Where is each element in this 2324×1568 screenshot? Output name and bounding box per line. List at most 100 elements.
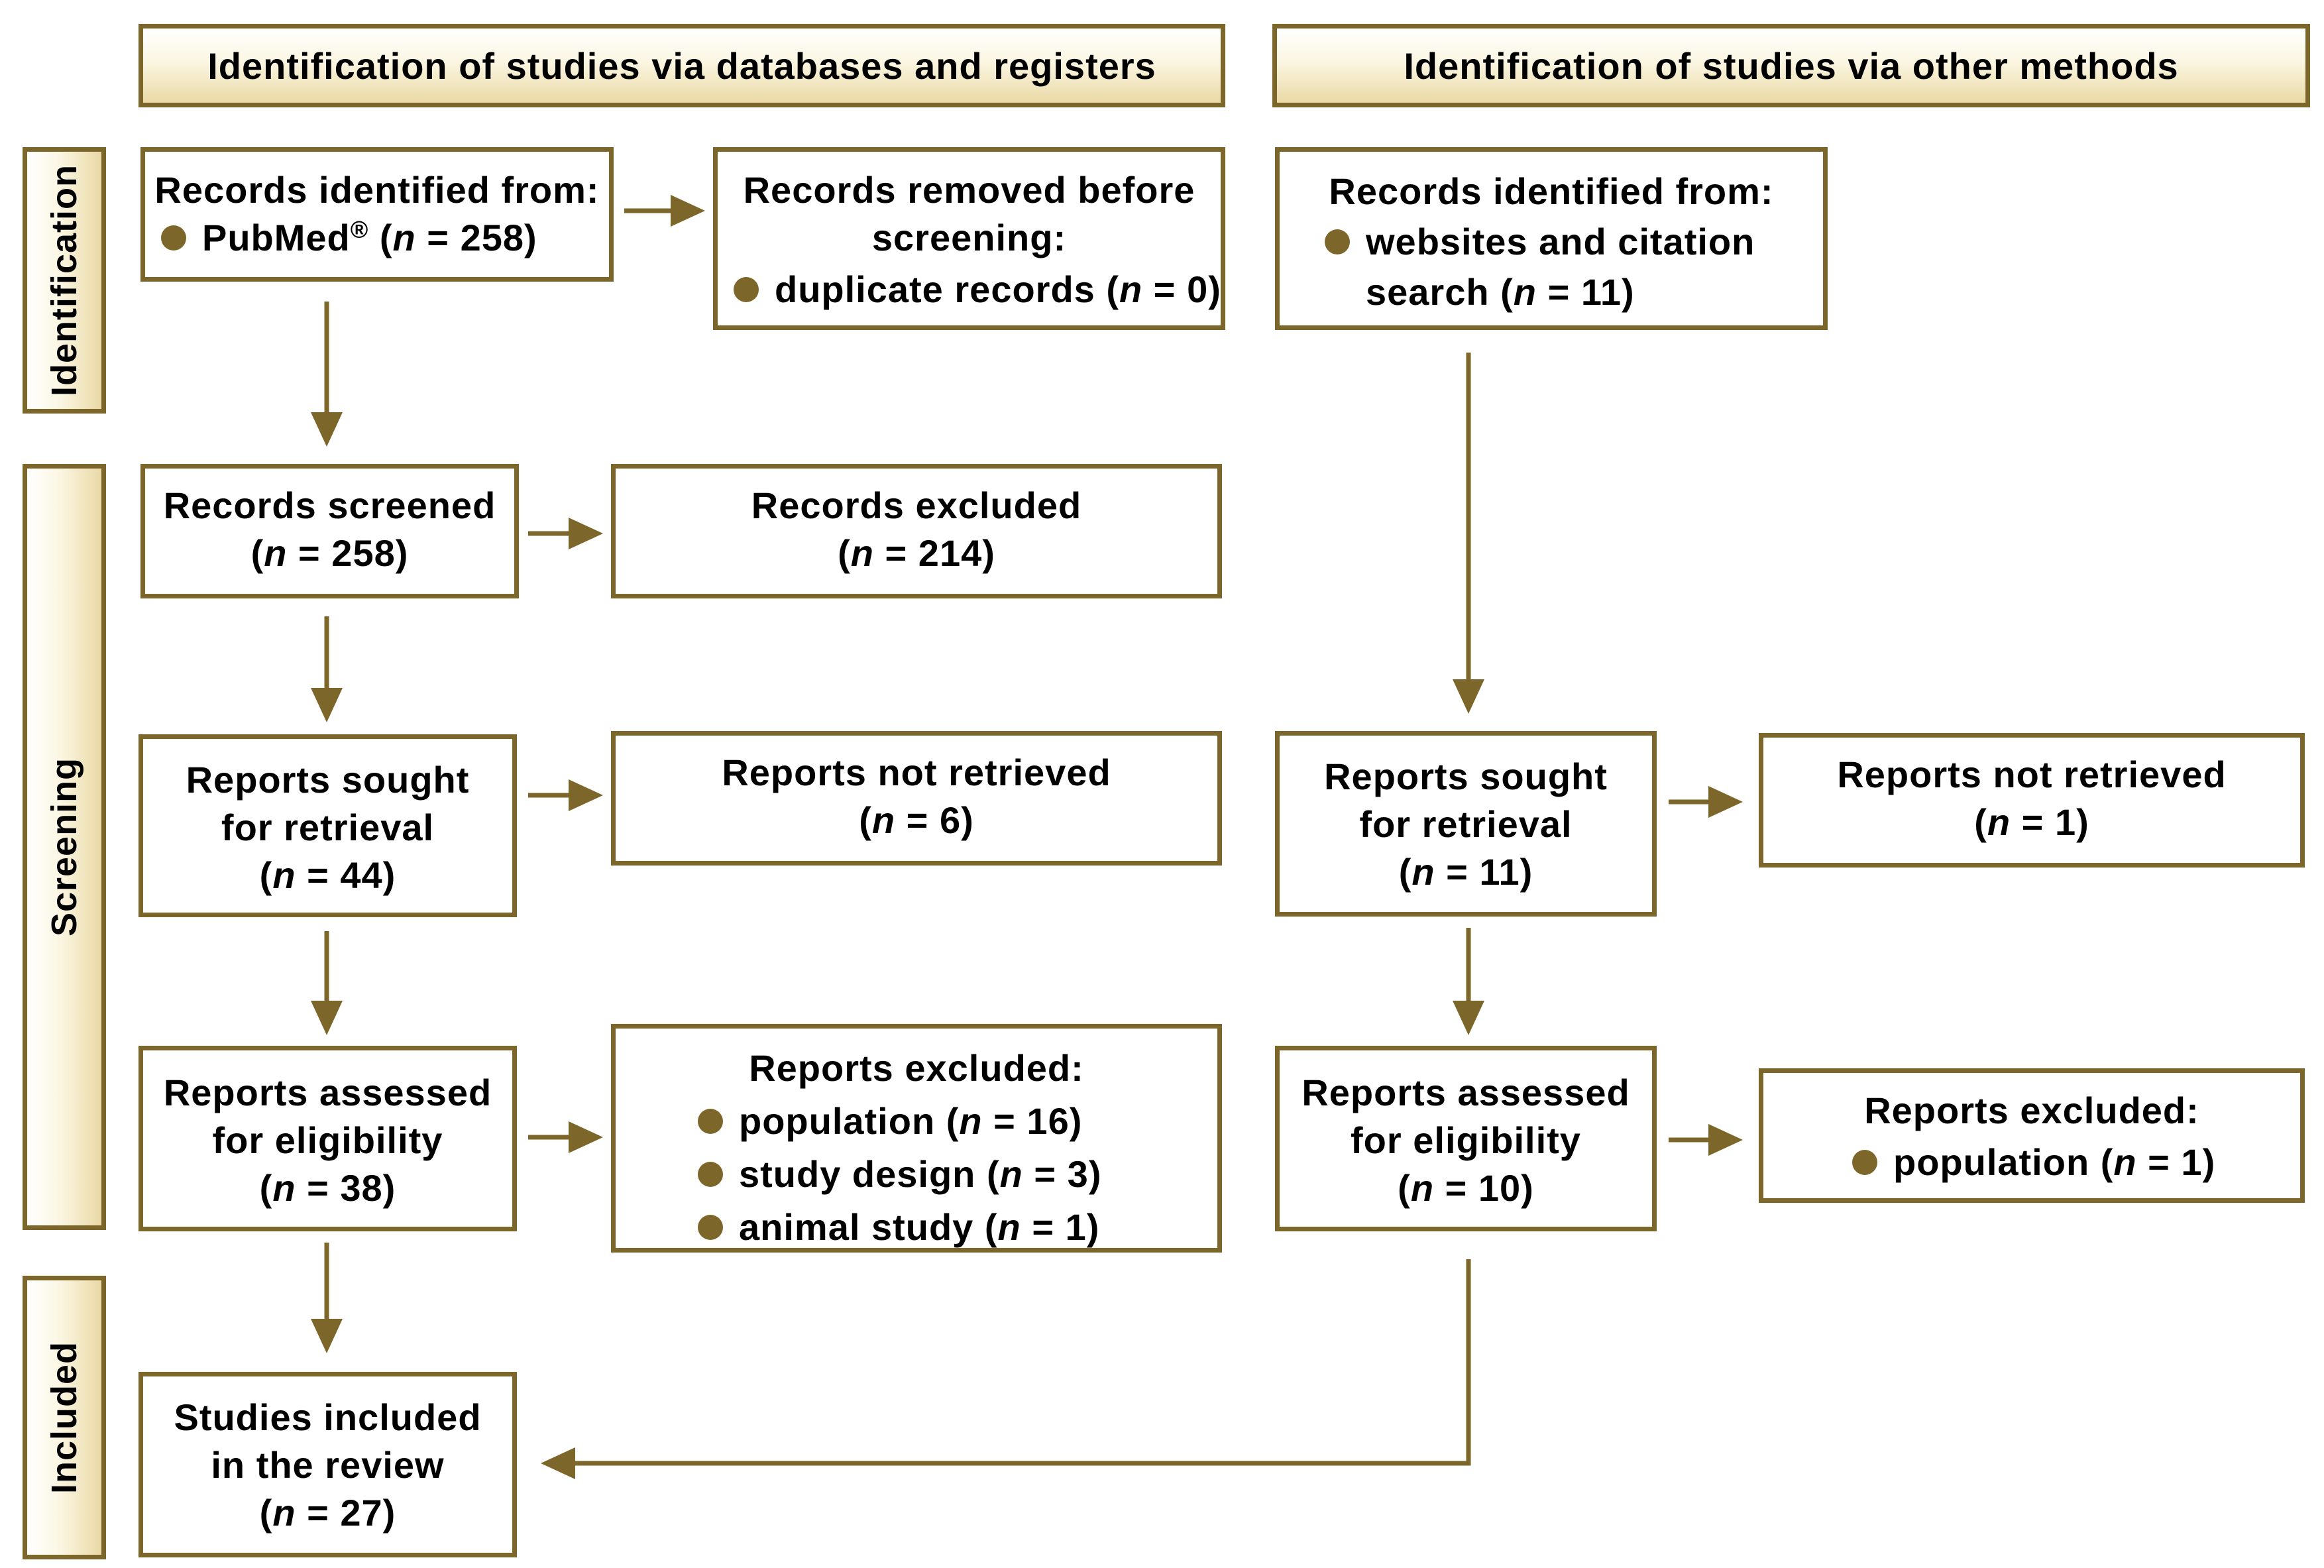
- arrowhead: [569, 518, 603, 549]
- n-symbol: n: [272, 1167, 296, 1209]
- equals: =: [1023, 1153, 1068, 1195]
- other-reports-not-retrieved-count-line: (n = 1): [1974, 801, 2089, 843]
- pubmed-line: PubMed® (n = 258): [145, 214, 609, 262]
- other-reports-assessed-count-line: (n = 10): [1398, 1167, 1534, 1209]
- phase-screening: Screening: [23, 464, 106, 1230]
- arrowhead: [1708, 786, 1743, 818]
- reports-not-retrieved-label: Reports not retrieved: [722, 752, 1111, 793]
- equals: =: [2136, 1141, 2182, 1183]
- arrowhead: [569, 1121, 603, 1153]
- excluded-population-line: population (n = 16): [616, 1095, 1217, 1148]
- other-reports-assessed-count: 10: [1478, 1167, 1522, 1209]
- search-label: search: [1366, 271, 1490, 313]
- n-symbol: n: [1987, 801, 2011, 843]
- other-reports-sought-count-line: (n = 11): [1398, 851, 1533, 893]
- box-other-reports-not-retrieved: Reports not retrieved (n = 1): [1759, 733, 2305, 868]
- box-studies-included: Studies included in the review (n = 27): [138, 1372, 517, 1557]
- arrowhead: [671, 195, 705, 227]
- studies-included-count-line: (n = 27): [259, 1492, 396, 1534]
- equals: =: [1021, 1206, 1066, 1248]
- box-reports-sought: Reports sought for retrieval (n = 44): [138, 734, 517, 917]
- equals: =: [1142, 268, 1188, 310]
- bullet-icon: [698, 1162, 723, 1188]
- n-symbol: n: [871, 799, 896, 841]
- excluded-study-design-count: 3: [1067, 1153, 1089, 1195]
- other-records-count: 11: [1580, 271, 1622, 313]
- arrowhead: [311, 688, 343, 722]
- equals: =: [296, 1492, 341, 1534]
- records-excluded-label: Records excluded: [751, 484, 1082, 526]
- other-records-identified-title: Records identified from:: [1329, 170, 1774, 212]
- arrowhead: [311, 1001, 343, 1035]
- n-symbol: n: [2113, 1141, 2137, 1183]
- header-other-methods: Identification of studies via other meth…: [1272, 24, 2310, 107]
- studies-included-count: 27: [340, 1492, 383, 1534]
- arrowhead: [541, 1447, 575, 1479]
- equals: =: [1434, 1167, 1478, 1209]
- equals: =: [2011, 801, 2055, 843]
- reports-assessed-line-1: Reports assessed: [163, 1072, 492, 1113]
- n-symbol: n: [999, 1153, 1023, 1195]
- other-reports-assessed-line-2: for eligibility: [1351, 1119, 1581, 1161]
- records-screened-count-line: (n = 258): [250, 532, 409, 574]
- box-other-reports-assessed: Reports assessed for eligibility (n = 10…: [1275, 1046, 1657, 1231]
- arrowhead: [569, 779, 603, 811]
- n-symbol: n: [1410, 1167, 1435, 1209]
- other-reports-excluded-title: Reports excluded:: [1864, 1090, 2199, 1131]
- bullet-icon: [1852, 1150, 1877, 1176]
- reports-not-retrieved-count: 6: [939, 799, 962, 841]
- box-reports-excluded: Reports excluded: population (n = 16) st…: [611, 1024, 1222, 1253]
- reports-sought-count-line: (n = 44): [259, 854, 396, 896]
- other-reports-sought-line-2: for retrieval: [1359, 803, 1573, 845]
- box-records-identified: Records identified from: PubMed® (n = 25…: [140, 147, 614, 282]
- reports-assessed-count-line: (n = 38): [259, 1167, 396, 1209]
- excluded-animal-study-line: animal study (n = 1): [616, 1201, 1217, 1254]
- websites-line: websites and citation: [1280, 217, 1823, 267]
- header-databases: Identification of studies via databases …: [138, 24, 1225, 107]
- registered-mark: ®: [350, 215, 369, 243]
- excluded-study-design-line: study design (n = 3): [616, 1148, 1217, 1201]
- equals: =: [296, 854, 341, 896]
- n-symbol: n: [272, 854, 296, 896]
- equals: =: [1537, 271, 1581, 313]
- other-reports-assessed-line-1: Reports assessed: [1301, 1072, 1630, 1113]
- phase-identification: Identification: [23, 147, 106, 414]
- n-symbol: n: [272, 1492, 296, 1534]
- header-databases-text: Identification of studies via databases …: [207, 44, 1156, 87]
- box-reports-assessed: Reports assessed for eligibility (n = 38…: [138, 1046, 517, 1231]
- arrowhead: [311, 412, 343, 447]
- equals: =: [415, 217, 461, 258]
- equals: =: [895, 799, 940, 841]
- reports-assessed-line-2: for eligibility: [212, 1119, 443, 1161]
- box-records-screened: Records screened (n = 258): [140, 464, 519, 598]
- box-records-excluded: Records excluded (n = 214): [611, 464, 1222, 598]
- records-excluded-count-line: (n = 214): [838, 532, 995, 574]
- arrowhead: [311, 1319, 343, 1353]
- n-symbol: n: [1119, 268, 1143, 310]
- equals: =: [873, 532, 918, 574]
- equals: =: [287, 532, 332, 574]
- equals: =: [296, 1167, 341, 1209]
- duplicate-records-count: 0: [1187, 268, 1209, 310]
- other-reports-not-retrieved-count: 1: [2054, 801, 2077, 843]
- bullet-icon: [698, 1215, 723, 1241]
- arrowhead: [1708, 1124, 1743, 1156]
- pubmed-count: 258: [460, 217, 524, 258]
- other-excluded-population-count: 1: [2181, 1141, 2203, 1183]
- n-symbol: n: [1513, 271, 1537, 313]
- reports-sought-line-2: for retrieval: [221, 807, 435, 848]
- records-screened-label: Records screened: [163, 484, 496, 526]
- box-other-reports-sought: Reports sought for retrieval (n = 11): [1275, 731, 1657, 917]
- arrowhead: [1453, 1001, 1484, 1035]
- reports-sought-line-1: Reports sought: [186, 759, 470, 801]
- studies-included-line-2: in the review: [211, 1444, 445, 1486]
- arrowhead: [1453, 679, 1484, 714]
- n-symbol: n: [392, 217, 416, 258]
- duplicate-records-label: duplicate records: [775, 268, 1095, 310]
- n-symbol: n: [850, 532, 874, 574]
- excluded-animal-study-count: 1: [1065, 1206, 1087, 1248]
- equals: =: [1435, 851, 1480, 893]
- arrow-other-assessed-to-included: [575, 1259, 1471, 1466]
- bullet-icon: [1325, 229, 1350, 255]
